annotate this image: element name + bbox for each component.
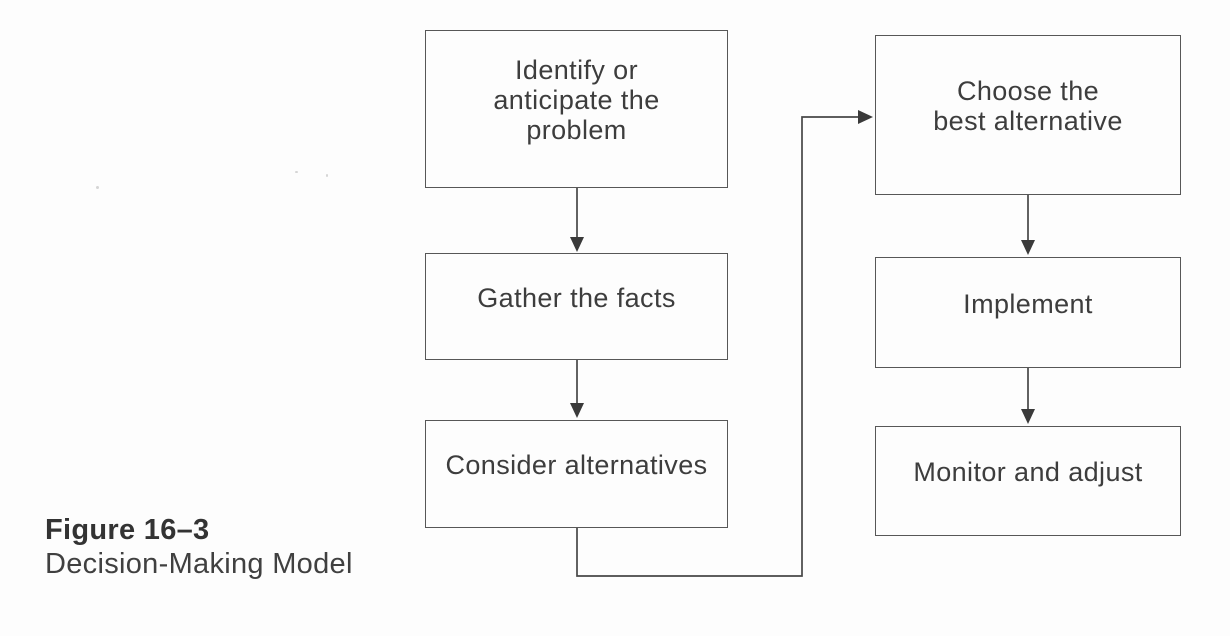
scan-speck	[326, 174, 328, 177]
arrowhead-down-icon	[1021, 240, 1035, 255]
flow-node-label: Implement	[963, 288, 1093, 319]
figure-caption-title: Figure 16–3	[45, 514, 210, 546]
flow-node-consider-alternatives: Consider alternatives	[425, 420, 728, 528]
flow-node-label: Monitor and adjust	[913, 457, 1143, 487]
figure-caption-subtitle: Decision-Making Model	[45, 548, 353, 580]
flow-node-label: Identify or anticipate the problem	[493, 55, 660, 145]
arrowhead-down-icon	[1021, 409, 1035, 424]
scan-speck	[295, 171, 298, 173]
flow-node-implement: Implement	[875, 257, 1181, 368]
flow-node-label: Gather the facts	[477, 282, 676, 313]
scan-speck	[96, 186, 99, 189]
arrowhead-right-icon	[858, 110, 873, 124]
figure-caption: Figure 16–3 Decision-Making Model	[45, 513, 353, 581]
flow-node-label: Consider alternatives	[445, 450, 708, 480]
flow-node-gather-facts: Gather the facts	[425, 253, 728, 360]
flow-node-choose-best-alternative: Choose the best alternative	[875, 35, 1181, 195]
arrowhead-down-icon	[570, 237, 584, 252]
flow-node-identify-problem: Identify or anticipate the problem	[425, 30, 728, 188]
flow-node-monitor-adjust: Monitor and adjust	[875, 426, 1181, 536]
arrowhead-down-icon	[570, 403, 584, 418]
flow-node-label: Choose the best alternative	[933, 76, 1123, 136]
